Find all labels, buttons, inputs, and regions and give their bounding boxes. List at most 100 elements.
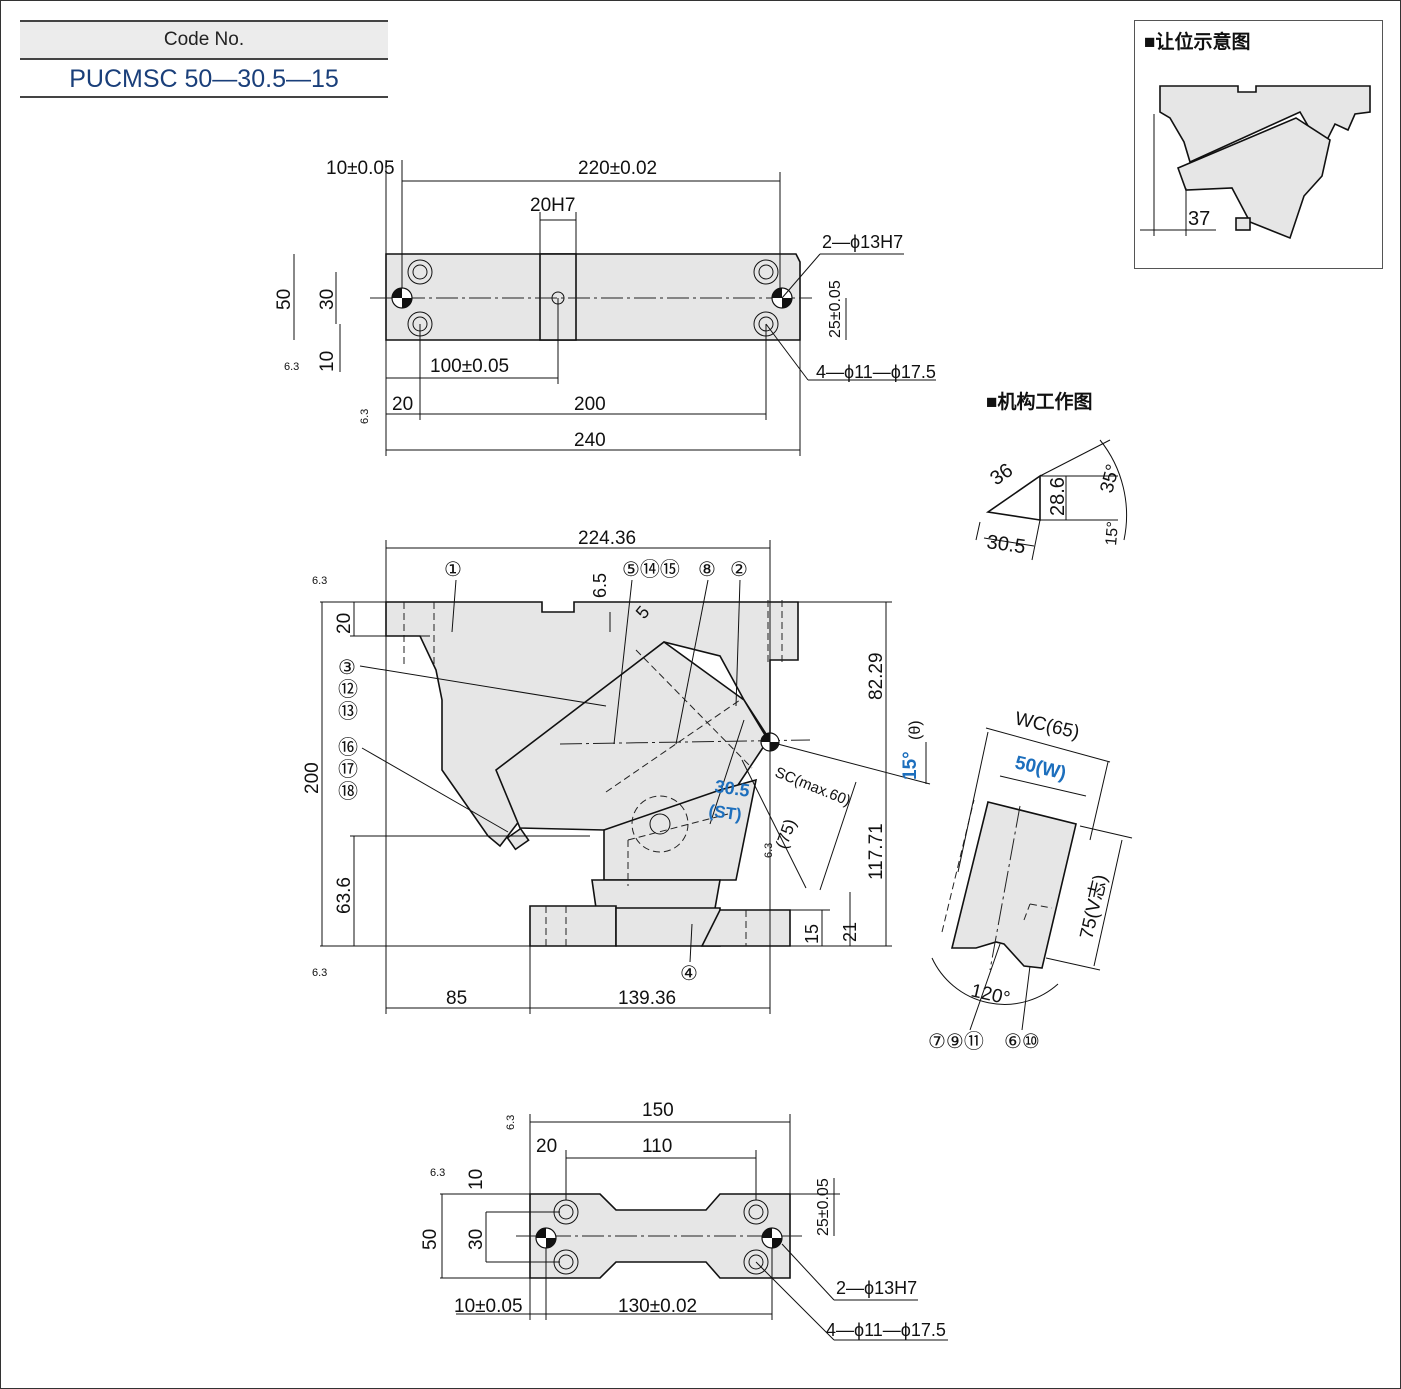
dim-224-36: 224.36: [578, 528, 636, 549]
code-label: Code No.: [20, 20, 388, 60]
dim-21: 21: [840, 922, 860, 942]
callout-17: ⑰: [338, 758, 358, 781]
callout-5-14-15: ⑤⑭⑮: [622, 558, 680, 581]
dim-6-5: 6.5: [590, 573, 610, 598]
stroke-30-5: 30.5: [713, 776, 750, 801]
counterbore-hole: [743, 1249, 769, 1275]
counterbore-hole: [412, 264, 428, 280]
roughness-mark: 6.3: [312, 967, 327, 979]
callout-13: ⑬: [338, 700, 358, 723]
dim-10: 10±0.05: [326, 158, 395, 179]
dim-20-bottom: 20: [536, 1136, 557, 1157]
dim-10-tol: 10±0.05: [454, 1296, 523, 1317]
hole-note-13H7: 2—ϕ13H7: [822, 232, 903, 252]
hole-note-13H7-bottom: 2—ϕ13H7: [836, 1278, 917, 1298]
dim-100: 100±0.05: [430, 356, 509, 377]
front-view: 224.36 6.5 5 20 200 63.6 82.29 117.71 15…: [302, 528, 931, 1014]
wedge-view: WC(65) 50(W) 75(V志) 120° ⑦⑨⑪ ⑥⑩: [928, 708, 1133, 1053]
angle-15: 15°: [900, 751, 921, 780]
slide-block: [495, 641, 769, 831]
callout-4: ④: [680, 963, 698, 985]
inset-dim-37: 37: [1188, 208, 1210, 230]
callout-3: ③: [338, 657, 356, 679]
mech-dim-36: 36: [986, 459, 1017, 490]
hidden-bore: [631, 795, 689, 853]
callout-1: ①: [444, 559, 462, 581]
mech-angle-35: 35°: [1097, 462, 1125, 495]
dowel-hole-symbol: [535, 1227, 557, 1249]
inset-plate: [1159, 85, 1371, 164]
code-value: PUCMSC 50—30.5—15: [20, 60, 388, 98]
dim-50-bottom: 50: [420, 1229, 441, 1250]
dim-200-height: 200: [302, 762, 323, 794]
dim-117-71: 117.71: [866, 823, 887, 880]
wedge-angle: 120°: [969, 980, 1012, 1009]
dim-50: 50: [274, 289, 295, 310]
callout-7-9-11: ⑦⑨⑪: [928, 1030, 984, 1053]
dim-30: 30: [317, 289, 338, 310]
mech-dim-30-5: 30.5: [985, 531, 1027, 558]
dim-110: 110: [642, 1136, 672, 1157]
bolt-head: [649, 813, 671, 835]
callout-6-10: ⑥⑩: [1004, 1031, 1040, 1053]
callout-16: ⑯: [338, 736, 358, 759]
callout-18: ⑱: [338, 780, 358, 803]
dowel-hole-symbol: [761, 1227, 783, 1249]
roughness-mark: 6.3: [312, 575, 327, 587]
bottom-view: 150 20 110 10 50 30 25±0.05 10±0.05 130±…: [420, 1100, 948, 1341]
mech-angle-15: 15°: [1103, 521, 1122, 547]
dim-25: 25±0.05: [827, 280, 844, 338]
mechanism-diagram: ■机构工作图 36 28.6 30.5 35° 15°: [975, 390, 1128, 561]
dim-85: 85: [446, 988, 467, 1009]
stroke-label: (ST): [707, 801, 742, 824]
clearance-diagram: ■让位示意图 37: [1140, 30, 1371, 240]
dim-139-36: 139.36: [618, 988, 676, 1009]
mech-title: ■机构工作图: [986, 390, 1092, 413]
dim-10-bottom: 10: [466, 1169, 487, 1190]
inset-slide: [1176, 117, 1331, 240]
counterbore-hole: [407, 259, 433, 285]
callout-2: ②: [730, 559, 748, 581]
roughness-mark: 6.3: [505, 1115, 517, 1130]
dim-30-bottom: 30: [466, 1229, 487, 1250]
callout-12: ⑫: [338, 678, 358, 701]
dim-20-front: 20: [334, 613, 355, 634]
dim-15: 15: [802, 924, 822, 944]
dim-150: 150: [642, 1100, 674, 1121]
dim-130: 130±0.02: [618, 1296, 697, 1317]
roughness-mark: 6.3: [763, 843, 775, 858]
dim-20H7: 20H7: [530, 195, 575, 216]
base-left: [529, 905, 617, 947]
wedge-body: [603, 778, 758, 881]
dim-82-29: 82.29: [866, 652, 887, 700]
roughness-mark: 6.3: [430, 1167, 445, 1179]
callout-8: ⑧: [698, 559, 716, 581]
code-number-box: Code No. PUCMSC 50—30.5—15: [20, 20, 388, 98]
dim-200: 200: [574, 394, 606, 415]
dim-220: 220±0.02: [578, 158, 657, 179]
dowel-hole-symbol: [391, 287, 413, 309]
dim-25-bottom: 25±0.05: [815, 1178, 832, 1236]
dim-63-6: 63.6: [334, 877, 355, 914]
mech-triangle: [985, 474, 1041, 521]
roughness-mark: 6.3: [359, 409, 371, 424]
hole-note-11: 4—ϕ11—ϕ17.5: [816, 362, 936, 382]
wedge-v: 75(V志): [1075, 872, 1111, 941]
angle-theta: (θ): [907, 720, 924, 740]
inset-pin: [1235, 217, 1251, 231]
stopper-pin: [506, 827, 530, 851]
dim-240: 240: [574, 430, 606, 451]
roughness-mark: 6.3: [284, 361, 299, 373]
top-plate: [385, 253, 801, 341]
dim-20: 20: [392, 394, 413, 415]
wedge-w: 50(W): [1013, 752, 1068, 784]
mech-dim-28-6: 28.6: [1047, 477, 1069, 516]
counterbore-hole: [758, 264, 774, 280]
dim-75-front: (75): [772, 816, 800, 851]
sc-max: SC(max.60): [773, 764, 854, 810]
counterbore-hole: [753, 259, 779, 285]
hole-note-11-bottom: 4—ϕ11—ϕ17.5: [826, 1320, 946, 1340]
counterbore-hole: [748, 1254, 764, 1270]
inset-title: ■让位示意图: [1144, 30, 1250, 53]
